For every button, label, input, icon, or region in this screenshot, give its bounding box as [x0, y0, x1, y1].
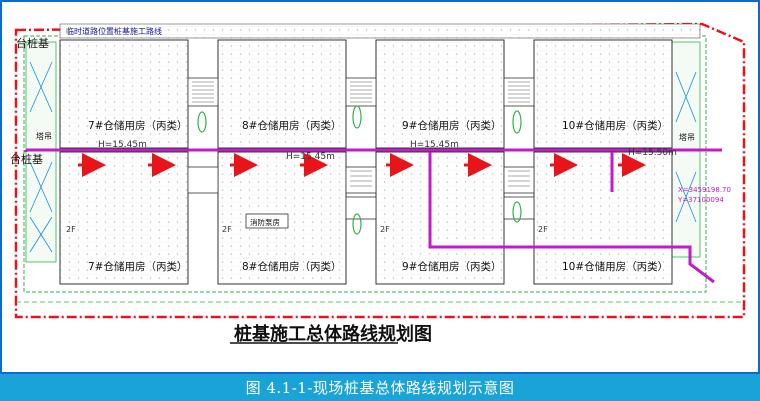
corridors: [187, 77, 535, 220]
caption-bar: 图 4.1-1-现场桩基总体路线规划示意图: [0, 374, 760, 401]
pump-room: [245, 213, 289, 229]
green-markers: [197, 105, 522, 235]
warehouse-label-10-bottom: 10#仓储用房（丙类）: [562, 260, 668, 273]
piling-route: [24, 148, 722, 284]
elevation-10: H=15.50m: [628, 148, 677, 158]
warehouse-label-8-top: 8#仓储用房（丙类）: [242, 119, 341, 132]
elevation-7: H=15.45m: [98, 140, 147, 150]
elevation-9: H=15.45m: [410, 140, 459, 150]
warehouse-label-9-top: 9#仓储用房（丙类）: [402, 119, 501, 132]
site-road: [23, 35, 707, 293]
drawing-frame: 临时道路位置桩基施工路线 台桩基 台桩基 塔吊 塔吊: [0, 0, 760, 374]
pump-room-label: 消防泵房: [250, 217, 280, 227]
warehouse-label-7-top: 7#仓储用房（丙类）: [88, 119, 187, 132]
right-crane-icon: [675, 71, 697, 223]
figure-caption: 图 4.1-1-现场桩基总体路线规划示意图: [245, 379, 515, 397]
left-crane-zone: [25, 41, 57, 263]
top-heading: 临时道路位置桩基施工路线: [66, 26, 162, 36]
top-strip: [59, 23, 701, 39]
coord-x: X=3459198.70: [678, 186, 731, 194]
site-plan-drawing: 临时道路位置桩基施工路线 台桩基 台桩基 塔吊 塔吊: [10, 22, 746, 345]
block-8-top: [217, 39, 347, 149]
tower-label-left: 塔吊: [36, 131, 52, 141]
floor-mark-7: 2F: [66, 225, 76, 234]
floor-mark-9: 2F: [380, 225, 390, 234]
main-title: 桩基施工总体路线规划图: [234, 323, 432, 345]
warehouse-label-10-top: 10#仓储用房（丙类）: [562, 119, 668, 132]
corridor-stairs: [192, 81, 530, 187]
warehouse-label-9-bottom: 9#仓储用房（丙类）: [402, 260, 501, 273]
floor-mark-8: 2F: [222, 225, 232, 234]
warehouse-label-7-bottom: 7#仓储用房（丙类）: [88, 260, 187, 273]
block-7-top: [59, 39, 189, 149]
warehouse-label-8-bottom: 8#仓储用房（丙类）: [242, 260, 341, 273]
left-label-2: 台桩基: [10, 152, 43, 166]
tower-label-right: 塔吊: [679, 132, 695, 142]
left-crane-icon: [29, 61, 53, 253]
floor-mark-10: 2F: [538, 225, 548, 234]
coord-y: Y=37100094: [677, 196, 724, 204]
left-label-1: 台桩基: [16, 36, 49, 50]
elevation-8: H=15.45m: [286, 152, 335, 162]
